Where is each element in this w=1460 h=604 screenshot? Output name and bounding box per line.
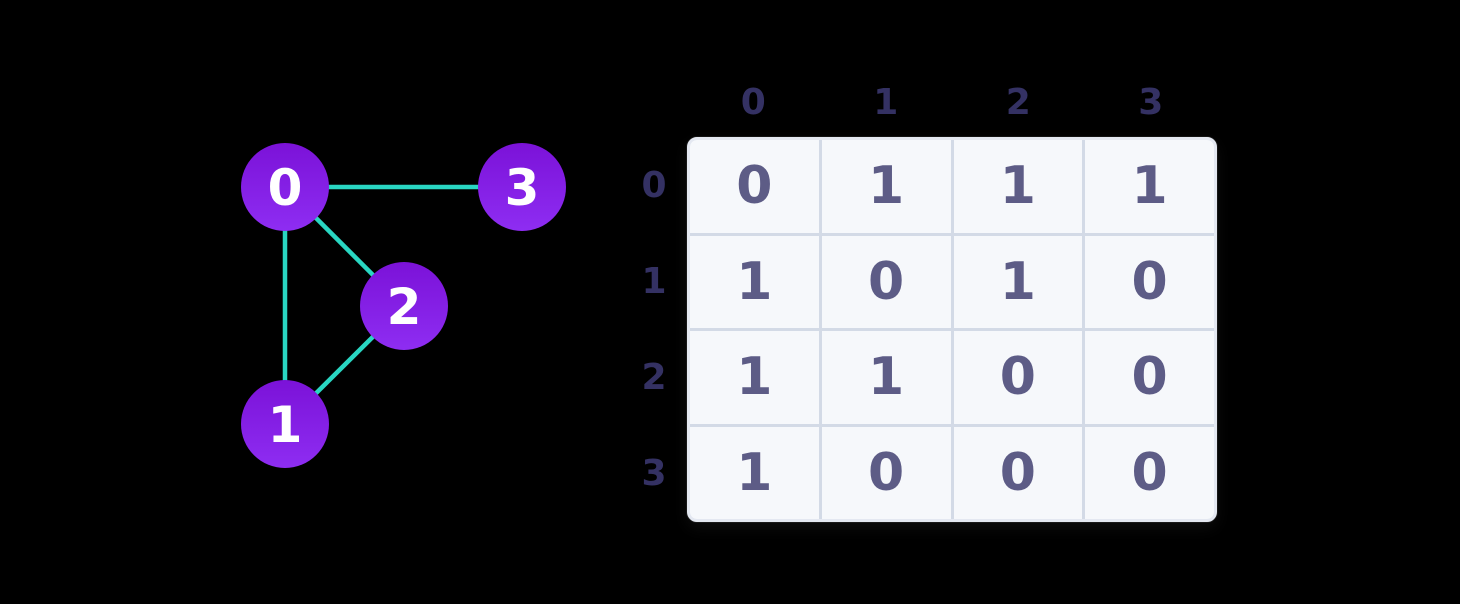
matrix-cell-1-0: 1: [690, 235, 819, 328]
matrix-cell-1-1: 0: [821, 235, 951, 328]
node-circle: [478, 143, 566, 231]
node-label: 0: [268, 159, 303, 217]
matrix-cell-0-3: 1: [1085, 140, 1214, 233]
node-circle: [241, 380, 329, 468]
node-circle: [360, 262, 448, 350]
matrix-column-header-3: 3: [1138, 82, 1164, 123]
node-label: 3: [505, 159, 540, 217]
matrix-cell-0-2: 1: [953, 140, 1083, 233]
matrix-cell-2-2: 0: [953, 331, 1083, 424]
matrix-cell-2-3: 0: [1085, 331, 1214, 424]
node-circle: [241, 143, 329, 231]
graph-panel: 0 1 2 3: [0, 0, 660, 604]
graph-svg: 0 1 2 3: [241, 143, 566, 468]
matrix-row-header-3: 3: [641, 453, 667, 495]
graph-node-1: 1: [241, 380, 329, 468]
matrix-cell-3-2: 0: [953, 426, 1083, 519]
matrix-cell-3-3: 0: [1085, 426, 1214, 519]
node-label: 1: [268, 396, 303, 454]
matrix-cell-2-1: 1: [821, 331, 951, 424]
matrix-column-headers: 0 1 2 3: [687, 84, 1217, 122]
matrix-cell-3-1: 0: [821, 426, 951, 519]
graph-node-0: 0: [241, 143, 329, 231]
graph-node-2: 2: [360, 262, 448, 350]
matrix-cell-1-2: 1: [953, 235, 1083, 328]
graph-nodes: 0 1 2 3: [241, 143, 566, 468]
matrix-cell-2-0: 1: [690, 331, 819, 424]
matrix-column-header-0: 0: [740, 82, 766, 123]
matrix-column-header-1: 1: [873, 82, 899, 123]
graph-node-3: 3: [478, 143, 566, 231]
matrix-cell-0-0: 0: [690, 140, 819, 233]
matrix-row-header-1: 1: [641, 260, 667, 302]
matrix-row-header-0: 0: [641, 164, 667, 206]
matrix-cell-3-0: 1: [690, 426, 819, 519]
node-label: 2: [387, 278, 422, 336]
matrix-row-headers: 0 1 2 3: [628, 137, 680, 522]
matrix-column-header-2: 2: [1005, 82, 1031, 123]
matrix-cell-0-1: 1: [821, 140, 951, 233]
matrix-cell-1-3: 0: [1085, 235, 1214, 328]
matrix-row-header-2: 2: [641, 357, 667, 399]
